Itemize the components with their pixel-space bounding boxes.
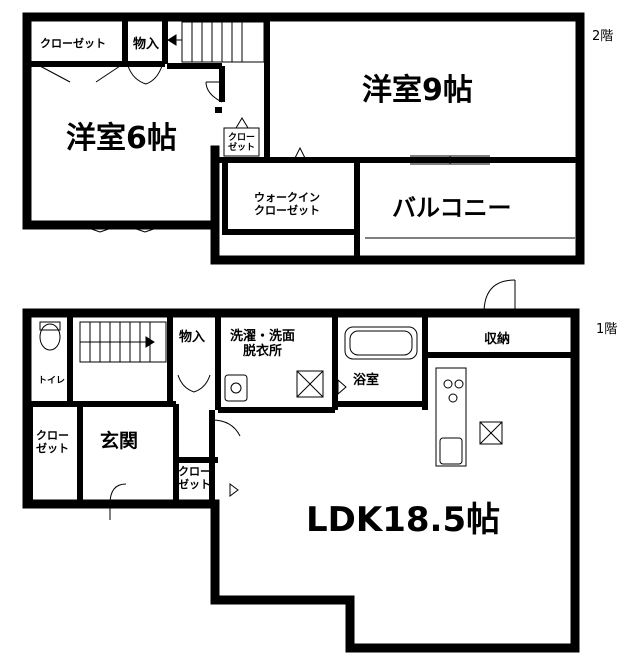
floor2-details <box>22 12 575 239</box>
closet-small-2f-line2: ゼット <box>228 143 256 154</box>
floor1-inner-walls <box>27 316 575 504</box>
toilet-label: トイレ <box>38 376 66 386</box>
storage-1f-label: 物入 <box>179 330 206 345</box>
closet-mid-1f-line2: ゼット <box>178 477 211 491</box>
ldk-label: LDK18.5帖 <box>306 500 501 540</box>
storage-right-label: 収納 <box>484 332 511 347</box>
walkin-closet-label: ウォークイン クローゼット <box>254 191 320 217</box>
closet-top-label: クローゼット <box>40 37 106 50</box>
closet-left-1f-line1: クロー <box>36 429 69 442</box>
closet-mid-1f-line1: クロー <box>178 465 211 478</box>
room-western-9: 洋室9帖 <box>362 73 473 108</box>
storage-top-label: 物入 <box>133 37 160 52</box>
closet-mid-1f-label: クロー ゼット <box>178 465 211 491</box>
floor1-walls <box>22 308 580 653</box>
walkin-closet-line2: クローゼット <box>254 203 320 217</box>
room-western-6: 洋室6帖 <box>66 121 177 156</box>
entrance-label: 玄関 <box>100 430 139 452</box>
floor2-walls <box>22 12 585 265</box>
walkin-closet-line1: ウォークイン <box>254 191 320 204</box>
washroom-line2: 脱衣所 <box>243 343 283 359</box>
closet-small-2f-label: クロー ゼット <box>228 133 255 154</box>
bath-label: 浴室 <box>353 373 380 388</box>
floor2-label: 2階 <box>592 29 614 44</box>
closet-left-1f-label: クロー ゼット <box>36 429 69 455</box>
floor2-inner-walls <box>27 20 580 260</box>
washroom-label: 洗濯・洗面 脱衣所 <box>230 329 296 360</box>
closet-small-2f-line1: クロー <box>228 133 256 143</box>
washroom-line1: 洗濯・洗面 <box>230 329 296 344</box>
closet-left-1f-line2: ゼット <box>36 441 69 455</box>
floor1-details <box>22 279 580 653</box>
balcony-label: バルコニー <box>392 194 512 222</box>
floor1-label: 1階 <box>596 322 618 337</box>
